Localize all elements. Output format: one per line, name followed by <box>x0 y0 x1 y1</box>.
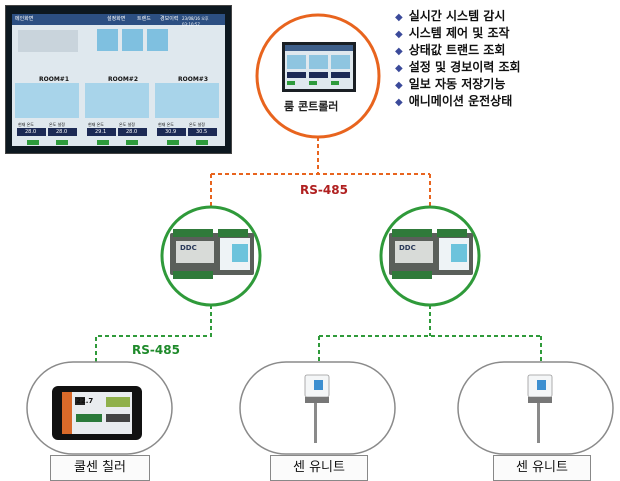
feature-item: ◆상태값 트랜드 조회 <box>395 43 506 57</box>
ddc-module-right <box>389 229 473 279</box>
room-controller-screen-image <box>282 42 356 92</box>
ddc-brand-left: DDC <box>180 244 197 252</box>
panel-room3-current-label: 현재 온도 <box>158 122 174 127</box>
panel-room3-current-value: 30.9 <box>165 129 177 135</box>
panel-room2-current-label: 현재 온도 <box>88 122 104 127</box>
panel-tab-alarm: 경보이력 <box>160 16 179 22</box>
rs485-lower-left-line <box>95 305 212 362</box>
sensor-pill-1 <box>239 361 396 455</box>
panel-room3-set-label: 온도 설정 <box>189 122 205 127</box>
sensor-pill-2 <box>457 361 614 455</box>
feature-item: ◆일보 자동 저장기능 <box>395 77 506 91</box>
sensor-unit-label-1: 센 유니트 <box>270 455 368 481</box>
panel-datetime: 23/08/16 오후 03:10:57 <box>182 16 209 27</box>
hmi-panel-image: 메인화면 설정화면 트렌드 경보이력 23/08/16 오후 03:10:57 … <box>5 5 232 154</box>
chiller-display-value: 22.7 <box>76 397 94 405</box>
feature-item: ◆실시간 시스템 감시 <box>395 9 506 23</box>
panel-room2-set-value: 28.0 <box>126 129 138 135</box>
panel-room2-current-value: 29.1 <box>95 129 107 135</box>
ddc-module-left <box>170 229 254 279</box>
sensor-unit-image-1 <box>304 374 330 443</box>
panel-room3-set-value: 30.5 <box>196 129 208 135</box>
sensor-unit-image-2 <box>527 374 553 443</box>
panel-room1-current-value: 28.0 <box>25 129 37 135</box>
rs485-lower-label: RS-485 <box>132 343 180 357</box>
panel-room1-set-value: 28.0 <box>56 129 68 135</box>
diamond-bullet-icon: ◆ <box>395 46 403 57</box>
room-controller-label: 룸 콘트롤러 <box>284 100 339 113</box>
panel-room2-set-label: 온도 설정 <box>119 122 135 127</box>
feature-list: ◆실시간 시스템 감시 ◆시스템 제어 및 조작 ◆상태값 트랜드 조회 ◆설정… <box>395 8 521 110</box>
feature-item: ◆애니메이션 운전상태 <box>395 94 513 108</box>
rs485-lower-right-line <box>318 305 542 362</box>
panel-tab-settings: 설정화면 <box>107 16 126 22</box>
rs485-upper-label: RS-485 <box>300 183 348 197</box>
diamond-bullet-icon: ◆ <box>395 63 403 74</box>
panel-room3-name: ROOM#3 <box>178 76 208 83</box>
panel-room1-name: ROOM#1 <box>39 76 69 83</box>
feature-item: ◆시스템 제어 및 조작 <box>395 26 510 40</box>
panel-room1-set-label: 온도 설정 <box>49 122 65 127</box>
diamond-bullet-icon: ◆ <box>395 12 403 23</box>
panel-tab-main: 메인화면 <box>15 16 34 22</box>
panel-room1-current-label: 현재 온도 <box>18 122 34 127</box>
diamond-bullet-icon: ◆ <box>395 80 403 91</box>
chiller-controller-image <box>52 386 142 440</box>
panel-room2-name: ROOM#2 <box>108 76 138 83</box>
panel-tab-trend: 트렌드 <box>137 16 151 22</box>
diamond-bullet-icon: ◆ <box>395 29 403 40</box>
ddc-brand-right: DDC <box>399 244 416 252</box>
sensor-unit-label-2: 센 유니트 <box>493 455 591 481</box>
feature-item: ◆설정 및 경보이력 조회 <box>395 60 521 74</box>
chiller-label: 쿨센 칠러 <box>50 455 150 481</box>
diamond-bullet-icon: ◆ <box>395 97 403 108</box>
